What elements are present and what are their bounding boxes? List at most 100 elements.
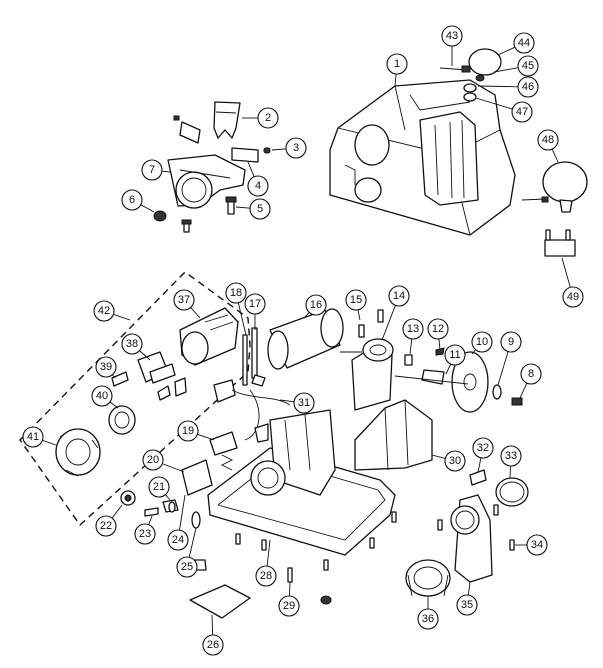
callout-circle <box>142 449 164 471</box>
part-number: 46 <box>522 81 534 93</box>
part-number: 44 <box>518 37 530 49</box>
part-number: 1 <box>394 58 400 70</box>
callout-9: 9 <box>497 331 522 386</box>
part-number: 25 <box>181 561 193 573</box>
part-number: 13 <box>407 323 419 335</box>
callout-circle <box>247 175 269 197</box>
leader-line <box>271 148 287 151</box>
callout-8: 8 <box>519 363 542 399</box>
leader-line <box>113 313 131 321</box>
callout-32: 32 <box>472 437 494 473</box>
part-number: 2 <box>265 112 271 124</box>
callout-34: 34 <box>515 534 548 556</box>
callout-circle <box>444 450 466 472</box>
part-number: 20 <box>147 454 159 466</box>
callout-circle <box>202 634 224 656</box>
leader-line <box>111 374 116 379</box>
callout-circle <box>176 556 198 578</box>
callout-circle <box>167 529 189 551</box>
callout-22: 22 <box>95 504 123 537</box>
callout-circle <box>22 426 44 448</box>
leader-line <box>288 581 291 597</box>
callout-circle <box>500 331 522 353</box>
part-number: 16 <box>310 299 322 311</box>
callout-18: 18 <box>225 282 247 336</box>
callout-circle <box>173 289 195 311</box>
part-number: 19 <box>182 425 194 437</box>
callout-circle <box>345 289 367 311</box>
callout-21: 21 <box>148 476 171 501</box>
leader-line <box>477 85 519 88</box>
callout-circle <box>177 420 199 442</box>
callout-circle <box>456 594 478 616</box>
leader-line <box>165 494 171 501</box>
part-number: 3 <box>293 142 299 154</box>
callout-2: 2 <box>242 107 279 129</box>
callout-39: 39 <box>95 356 117 379</box>
part-number: 42 <box>98 305 110 317</box>
leader-line <box>279 399 295 403</box>
leader-line <box>438 338 441 351</box>
leader-line <box>237 302 247 336</box>
leader-line <box>190 307 201 319</box>
callout-3: 3 <box>271 137 307 159</box>
callout-circle <box>444 344 466 366</box>
base-assembly <box>120 379 433 619</box>
callout-13: 13 <box>402 318 424 355</box>
callout-circle <box>520 363 542 385</box>
leader-line <box>266 539 271 567</box>
part-number: 11 <box>449 349 460 361</box>
grinding-head-subassembly <box>55 307 239 477</box>
callout-23: 23 <box>134 515 156 545</box>
leader-line <box>471 349 476 355</box>
leader-line <box>394 73 397 87</box>
callout-41: 41 <box>22 426 57 448</box>
leader-line <box>109 401 119 409</box>
leader-line <box>162 463 185 473</box>
leader-line <box>139 350 151 361</box>
part-number: 41 <box>27 431 39 443</box>
leader-line <box>357 309 361 321</box>
callout-17: 17 <box>244 293 266 330</box>
part-number: 14 <box>393 290 405 302</box>
callout-circle <box>134 523 156 545</box>
part-number: 40 <box>96 390 108 402</box>
callout-15: 15 <box>345 289 367 321</box>
callout-circle <box>257 107 279 129</box>
callout-33: 33 <box>500 445 522 479</box>
callout-38: 38 <box>121 333 151 361</box>
callout-35: 35 <box>456 581 478 616</box>
callout-45: 45 <box>493 55 539 77</box>
callout-circle <box>95 356 117 378</box>
callout-circle <box>278 595 300 617</box>
part-number: 28 <box>260 570 272 582</box>
part-number: 33 <box>505 450 517 462</box>
part-number: 26 <box>207 639 219 651</box>
callout-circle <box>441 25 463 47</box>
part-number: 6 <box>129 194 135 206</box>
callout-47: 47 <box>475 97 533 123</box>
leader-line <box>111 504 123 519</box>
part-number: 8 <box>528 368 534 380</box>
part-number: 30 <box>449 455 461 467</box>
callout-29: 29 <box>278 581 300 617</box>
leader-line <box>42 439 57 446</box>
leader-line <box>140 204 155 213</box>
callout-44: 44 <box>497 32 535 56</box>
part-number: 10 <box>476 336 488 348</box>
part-number: 23 <box>139 528 151 540</box>
callout-circle <box>526 534 548 556</box>
callout-circle <box>93 300 115 322</box>
callout-16: 16 <box>303 294 327 319</box>
callout-circle <box>95 515 117 537</box>
housing-cover <box>329 79 516 236</box>
callout-circle <box>121 189 143 211</box>
callout-circle <box>562 286 584 308</box>
callout-circle <box>305 294 327 316</box>
leader-line <box>409 338 413 355</box>
callout-10: 10 <box>471 331 493 355</box>
upper-right-small-parts <box>439 48 588 257</box>
leader-line <box>235 206 251 209</box>
part-number: 37 <box>178 294 190 306</box>
